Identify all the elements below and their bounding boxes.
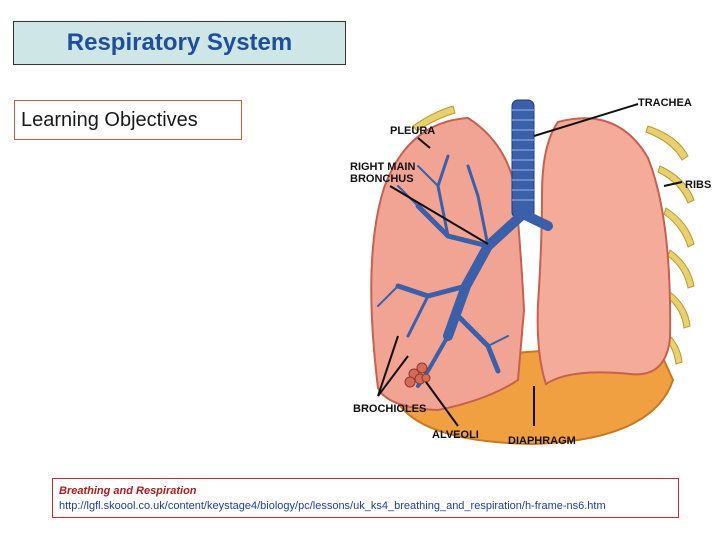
label-diaphragm: DIAPHRAGM bbox=[508, 435, 576, 447]
label-pleura: PLEURA bbox=[390, 125, 435, 137]
label-trachea: TRACHEA bbox=[638, 97, 692, 109]
label-right-main-bronchus-1: RIGHT MAIN bbox=[350, 161, 415, 173]
respiratory-diagram: TRACHEA PLEURA RIGHT MAIN BRONCHUS RIBS … bbox=[348, 86, 718, 462]
lungs-illustration: TRACHEA PLEURA RIGHT MAIN BRONCHUS RIBS … bbox=[348, 86, 718, 462]
reference-title: Breathing and Respiration bbox=[59, 485, 197, 497]
label-brochioles: BROCHIOLES bbox=[353, 403, 426, 415]
page-title: Respiratory System bbox=[66, 29, 293, 56]
bronchial-tree-graphic bbox=[377, 154, 553, 388]
title-box: Respiratory System bbox=[13, 21, 346, 65]
label-right-main-bronchus-2: BRONCHUS bbox=[350, 173, 414, 185]
label-alveoli: ALVEOLI bbox=[432, 429, 479, 441]
learning-objectives-label: Learning Objectives bbox=[21, 108, 198, 131]
leader-lines bbox=[377, 103, 683, 427]
label-ribs: RIBS bbox=[685, 179, 711, 191]
trachea-graphic bbox=[511, 99, 535, 219]
reference-box: Breathing and Respiration http://lgfl.sk… bbox=[52, 478, 679, 518]
learning-objectives-box: Learning Objectives bbox=[14, 100, 242, 140]
reference-link[interactable]: http://lgfl.skoool.co.uk/content/keystag… bbox=[59, 500, 606, 512]
alveoli-graphic bbox=[404, 362, 431, 388]
